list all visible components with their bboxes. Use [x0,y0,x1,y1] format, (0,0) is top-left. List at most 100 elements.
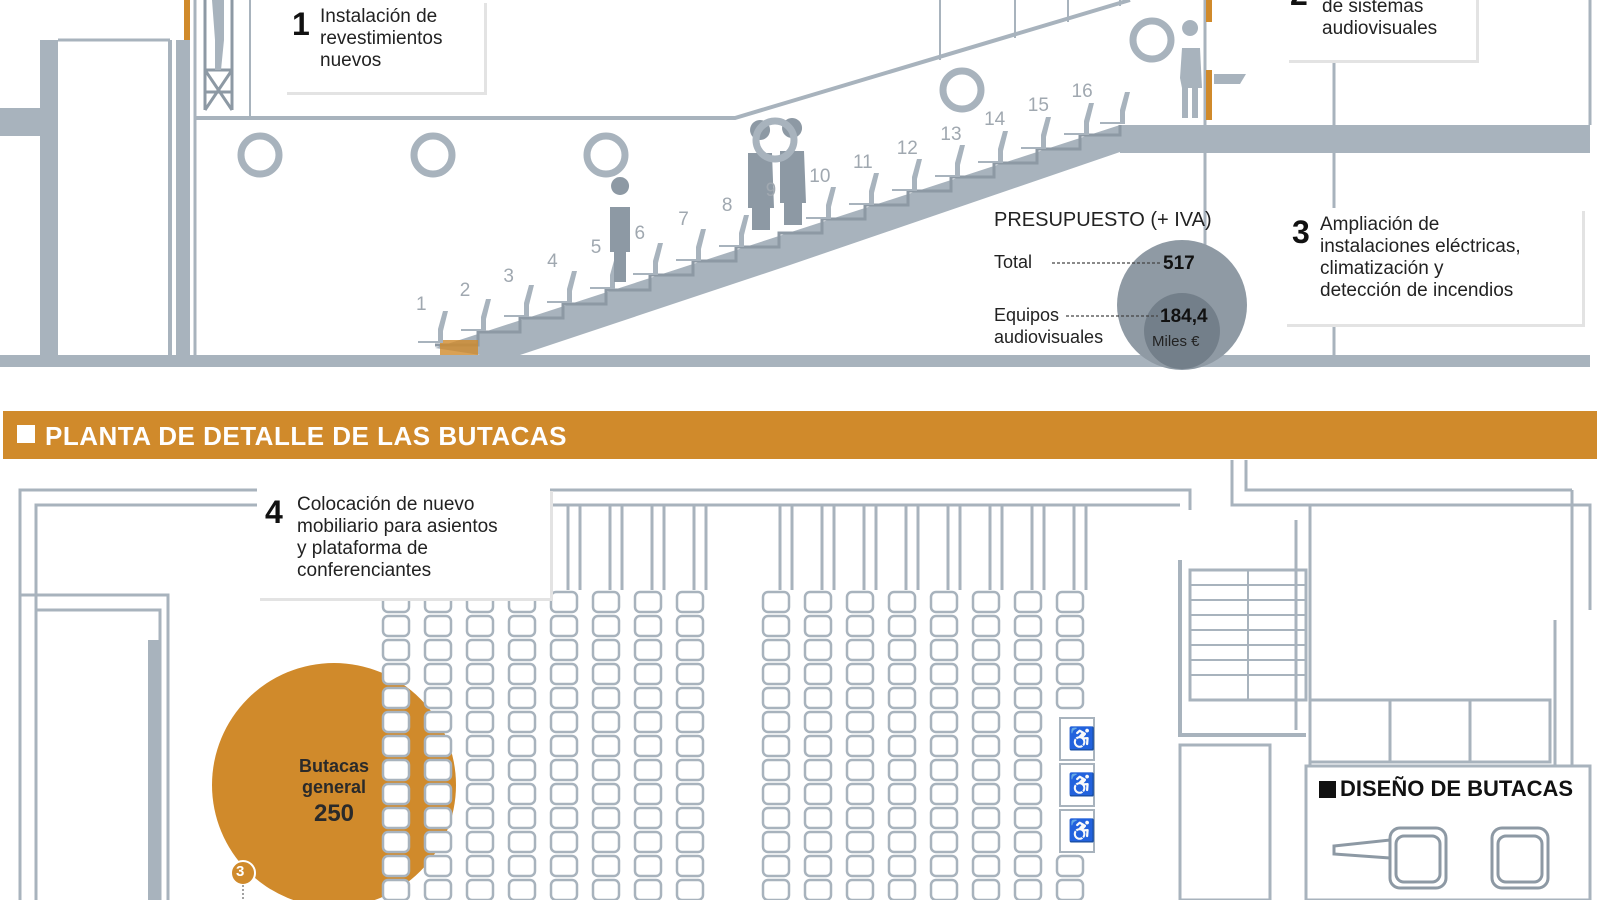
stair-treads [1190,570,1306,700]
callout-3: 3 Ampliación de instalaciones eléctricas… [1284,208,1582,324]
plan-seat [887,662,917,686]
plan-seat [465,734,495,758]
row-number-label: 10 [809,166,831,188]
plan-seat [675,878,705,900]
callout-3-text: Ampliación de instalaciones eléctricas, … [1320,214,1521,301]
seats-value: 250 [313,800,355,827]
plan-seat [591,638,621,662]
plan-seat [803,854,833,878]
plan-seat [549,686,579,710]
plan-seat [845,590,875,614]
plan-seat [507,878,537,900]
plan-seat [929,878,959,900]
seats-label: Butacas general [298,756,370,797]
plan-seat [465,758,495,782]
plan-seat [465,806,495,830]
plan-seat [423,662,453,686]
plan-seat [1055,614,1085,638]
design-chair-with-desk [1332,826,1448,890]
seating-steps [435,125,1122,347]
plan-seat [929,662,959,686]
plan-seat [591,758,621,782]
plan-seat [423,614,453,638]
left-wall-block [40,40,58,358]
callout-1-text: Instalación de revestimientos nuevos [320,6,443,71]
plan-seat [887,830,917,854]
plan-seat [591,782,621,806]
plan-seat [803,686,833,710]
plan-seat [591,662,621,686]
plan-seat [591,686,621,710]
plan-seat [845,662,875,686]
plan-seat [549,638,579,662]
plan-seat [381,782,411,806]
plan-seat [845,758,875,782]
seat-grid [381,590,1085,900]
design-chair-simple [1490,826,1550,890]
plan-seat [1013,806,1043,830]
banner-square-icon [17,425,35,443]
plan-seat [929,638,959,662]
plan-seat [971,614,1001,638]
callout-1-number: 1 [292,6,310,42]
plan-seat [423,806,453,830]
plan-seat [675,758,705,782]
design-square-icon [1319,781,1336,798]
plan-seat [845,638,875,662]
balcony-slab [1120,125,1590,153]
plan-seat [971,854,1001,878]
left-column [176,40,190,358]
plan-seat [465,662,495,686]
plan-seat [633,734,663,758]
design-box-title: DISEÑO DE BUTACAS [1340,776,1574,801]
plan-seat [465,830,495,854]
plan-seat [465,854,495,878]
plan-seat [761,638,791,662]
plan-seat [549,734,579,758]
budget-unit: Miles € [1152,333,1200,350]
plan-seat [423,878,453,900]
plan-seat [845,734,875,758]
plan-seat [845,830,875,854]
plan-seat [675,854,705,878]
plan-seat [549,662,579,686]
plan-seat [971,806,1001,830]
floor-slab [0,355,1590,367]
plan-seat [887,758,917,782]
plan-seat [761,806,791,830]
plan-seat [633,614,663,638]
plan-seat [549,710,579,734]
row-number-label: 5 [590,237,602,259]
plan-seat [971,878,1001,900]
plan-seat [633,758,663,782]
plan-seat [591,590,621,614]
plan-seat [633,662,663,686]
plan-seat [887,710,917,734]
plan-seat [1013,590,1043,614]
plan-seat [887,638,917,662]
row-number-label: 14 [984,109,1006,131]
plan-seat [971,638,1001,662]
plan-seat [591,806,621,830]
row-number-label: 15 [1027,95,1049,117]
row-number-label: 11 [853,152,873,173]
plan-seat [549,758,579,782]
plan-seat [803,614,833,638]
plan-seat [929,734,959,758]
plan-seat [591,734,621,758]
plan-seat [591,830,621,854]
plan-seat [1013,686,1043,710]
plan-seat [549,830,579,854]
plan-seat [971,758,1001,782]
plan-seat [381,830,411,854]
plan-seat [1013,782,1043,806]
plan-seat [803,590,833,614]
row-number-label: 16 [1071,81,1093,102]
left-wall-stub [0,108,45,136]
seat-column-dividers [566,505,1088,590]
plan-seat [761,590,791,614]
plan-seat [845,854,875,878]
plan-seat [803,710,833,734]
plan-seat [381,710,411,734]
plan-seat [929,614,959,638]
